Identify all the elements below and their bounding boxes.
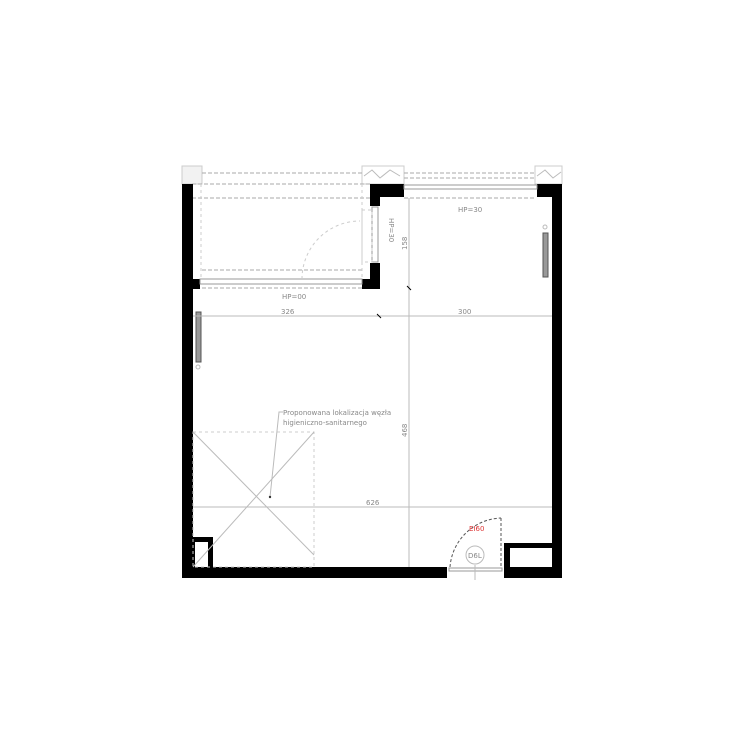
note-line-2: higieniczno-sanitarnego [283,419,367,427]
door-type-label: D6L [468,552,482,560]
hp-side-window-label: HP=30 [387,218,395,242]
walls [182,184,562,578]
hp-balcony-label: HP=00 [282,293,306,301]
radiators [195,224,549,370]
door-fire-rating: EI60 [469,525,484,533]
note-line-1: Proponowana lokalizacja węzła [283,409,391,417]
facade-hatch [181,165,563,185]
windows[interactable] [199,184,538,285]
dimension-left-width: 326 [281,308,295,316]
proposed-sanitary-area [192,411,315,568]
dimension-total-depth: 468 [401,424,409,437]
balcony-outline [192,172,535,289]
dimension-right-width: 300 [458,308,471,316]
dimension-total-width: 626 [366,499,380,507]
balcony-door-swing [301,220,361,280]
hp-top-window-label: HP=30 [458,206,482,214]
dimension-lines [193,198,552,567]
entrance-door[interactable] [448,517,503,580]
dimension-upper-depth: 158 [401,237,409,250]
